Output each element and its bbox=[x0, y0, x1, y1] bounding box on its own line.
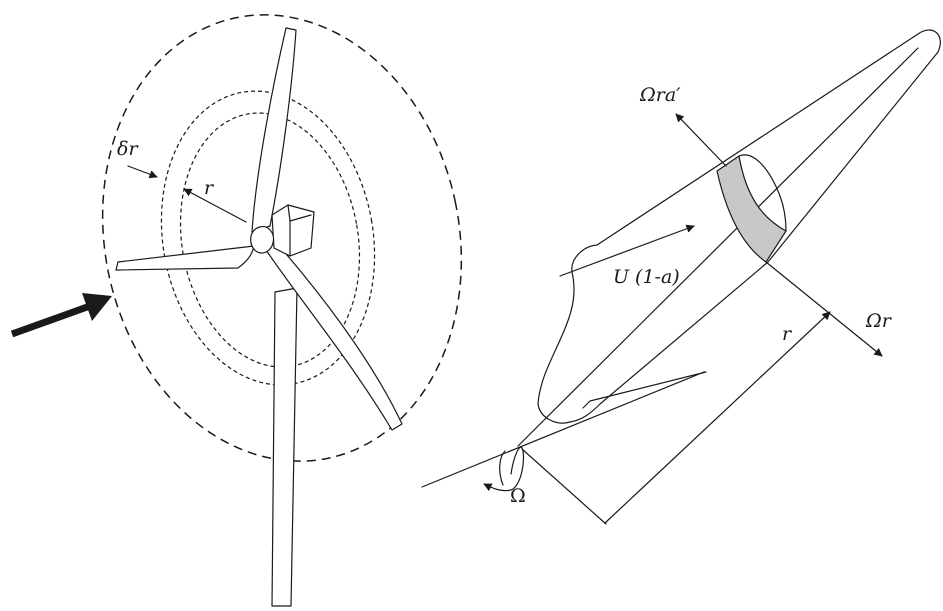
radius-dimension-line bbox=[604, 311, 831, 524]
blade-down-right bbox=[265, 239, 403, 431]
left-turbine-figure: δr r bbox=[10, 14, 463, 607]
blade-up bbox=[251, 27, 297, 233]
rotation-direction-arrow bbox=[483, 446, 525, 492]
label-omega-r-a-prime: Ωra′ bbox=[639, 84, 681, 106]
label-r-right: r bbox=[782, 323, 793, 345]
blade-element-annulus bbox=[716, 155, 787, 263]
wind-arrowhead bbox=[82, 293, 112, 321]
hub bbox=[250, 226, 275, 254]
delta-r-arrow bbox=[127, 165, 158, 179]
label-r-left: r bbox=[204, 177, 215, 199]
r-radius-line bbox=[183, 188, 247, 223]
induced-tangential-arrow bbox=[675, 113, 727, 167]
blade-speed-arrow bbox=[765, 261, 883, 357]
axial-flow-arrow bbox=[559, 224, 695, 277]
rotation-axis bbox=[421, 371, 705, 488]
label-u-one-minus-a: U (1-a) bbox=[613, 266, 680, 288]
wind-direction-arrow bbox=[10, 302, 92, 338]
tower bbox=[271, 287, 298, 607]
blade-left bbox=[115, 245, 255, 271]
label-delta-r: δr bbox=[117, 138, 139, 160]
outer-dashed-boundary bbox=[101, 14, 463, 462]
label-omega-r: Ωr bbox=[865, 310, 893, 332]
label-omega: Ω bbox=[510, 485, 526, 507]
nacelle bbox=[271, 204, 315, 257]
radius-extension-line-root bbox=[521, 448, 607, 525]
right-blade-figure: Ωra′ U (1-a) Ωr r Ω bbox=[421, 29, 941, 525]
blade-axis bbox=[517, 47, 919, 447]
